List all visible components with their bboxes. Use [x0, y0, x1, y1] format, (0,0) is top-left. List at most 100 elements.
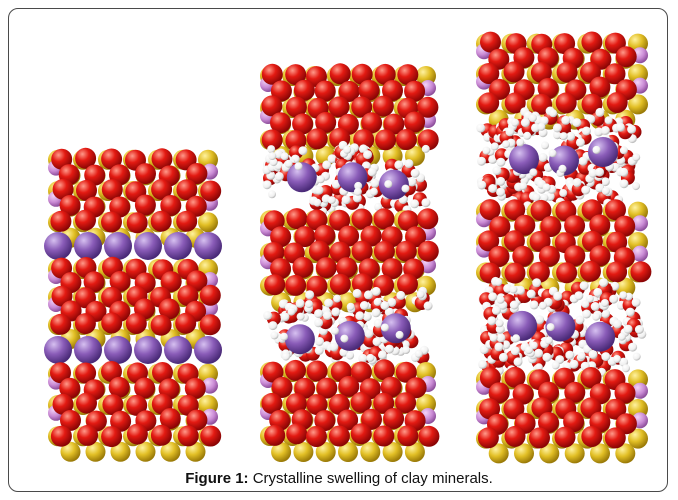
oxygen-atom	[604, 427, 626, 449]
water-hydrogen-atom	[333, 294, 342, 303]
interlayer-cation-atom	[134, 232, 162, 260]
silicon-atom	[271, 442, 292, 462]
water-hydrogen-atom	[572, 118, 582, 128]
oxygen-atom	[101, 179, 123, 201]
oxygen-atom	[417, 129, 439, 151]
water-hydrogen-atom	[558, 164, 567, 173]
water-hydrogen-atom	[410, 199, 420, 209]
water-hydrogen-atom	[496, 187, 506, 197]
oxygen-atom	[477, 427, 499, 449]
water-hydrogen-atom	[498, 352, 508, 362]
oxygen-atom	[350, 391, 372, 413]
oxygen-atom	[373, 359, 395, 381]
oxygen-atom	[75, 209, 96, 231]
oxygen-atom	[264, 274, 286, 296]
water-hydrogen-atom	[367, 167, 377, 177]
silicon-atom	[185, 441, 206, 462]
oxygen-atom	[292, 256, 314, 278]
oxygen-atom	[504, 366, 526, 388]
interlayer-cation-atom	[74, 336, 102, 364]
water-hydrogen-atom	[546, 323, 555, 332]
water-hydrogen-atom	[526, 289, 536, 299]
oxygen-atom	[351, 208, 373, 230]
oxygen-atom	[589, 245, 611, 267]
water-hydrogen-atom	[532, 193, 541, 202]
oxygen-atom	[397, 210, 419, 232]
oxygen-atom	[556, 262, 578, 284]
water-hydrogen-atom	[595, 167, 605, 177]
oxygen-atom	[397, 64, 419, 86]
water-hydrogen-atom	[496, 176, 506, 186]
water-hydrogen-atom	[599, 278, 609, 288]
stack-one-water-layer	[260, 63, 440, 462]
oxygen-atom	[306, 394, 328, 416]
water-hydrogen-atom	[401, 184, 410, 193]
water-hydrogen-atom	[588, 349, 598, 359]
water-hydrogen-atom	[478, 359, 488, 369]
oxygen-atom	[50, 313, 72, 335]
oxygen-atom	[373, 208, 395, 230]
water-hydrogen-atom	[488, 184, 498, 193]
oxygen-atom	[150, 424, 172, 446]
oxygen-atom	[338, 375, 360, 397]
oxygen-atom	[503, 398, 525, 420]
water-hydrogen-atom	[513, 357, 523, 367]
water-hydrogen-atom	[263, 311, 273, 320]
oxygen-atom	[564, 381, 586, 403]
oxygen-atom	[373, 425, 395, 447]
oxygen-atom	[538, 412, 559, 433]
water-hydrogen-atom	[315, 337, 325, 346]
water-hydrogen-atom	[542, 183, 551, 192]
water-hydrogen-atom	[610, 281, 620, 291]
water-hydrogen-atom	[631, 297, 641, 307]
water-hydrogen-atom	[532, 278, 542, 288]
oxygen-atom	[589, 76, 611, 98]
water-hydrogen-atom	[374, 202, 383, 211]
oxygen-atom	[75, 147, 97, 169]
oxygen-atom	[102, 394, 124, 416]
oxygen-atom	[186, 163, 208, 184]
water-hydrogen-atom	[346, 302, 355, 311]
water-hydrogen-atom	[592, 145, 601, 154]
oxygen-atom	[383, 113, 405, 135]
water-hydrogen-atom	[346, 351, 355, 360]
water-hydrogen-atom	[623, 324, 633, 334]
oxygen-atom	[60, 409, 81, 431]
oxygen-atom	[395, 361, 417, 383]
interlayer-cation-atom	[104, 232, 132, 260]
water-hydrogen-atom	[595, 107, 605, 117]
oxygen-atom	[270, 112, 291, 134]
oxygen-atom	[504, 199, 526, 221]
oxygen-atom	[581, 426, 603, 447]
water-hydrogen-atom	[615, 122, 625, 132]
water-hydrogen-atom	[373, 318, 383, 328]
water-hydrogen-atom	[477, 180, 487, 190]
oxygen-atom	[350, 361, 372, 383]
oxygen-atom	[101, 211, 122, 233]
water-hydrogen-atom	[287, 307, 296, 316]
silicon-atom	[514, 443, 534, 464]
water-hydrogen-atom	[495, 324, 505, 334]
silicon-atom	[539, 443, 560, 464]
silicon-atom	[315, 442, 336, 462]
oxygen-atom	[177, 285, 199, 307]
oxygen-atom	[395, 392, 417, 414]
water-hydrogen-atom	[585, 294, 594, 303]
water-hydrogen-atom	[364, 329, 374, 339]
stack-dry	[44, 147, 222, 462]
oxygen-atom	[177, 425, 199, 447]
oxygen-atom	[261, 95, 283, 117]
silicon-atom	[198, 212, 218, 233]
oxygen-atom	[604, 63, 626, 85]
oxygen-atom	[530, 62, 552, 83]
water-hydrogen-atom	[592, 312, 601, 321]
oxygen-atom	[126, 423, 148, 445]
oxygen-atom	[315, 257, 337, 279]
oxygen-atom	[338, 80, 360, 102]
oxygen-atom	[503, 230, 525, 252]
oxygen-atom	[294, 226, 316, 248]
water-hydrogen-atom	[340, 334, 349, 343]
oxygen-atom	[50, 425, 72, 447]
oxygen-atom	[285, 359, 306, 381]
water-hydrogen-atom	[625, 307, 635, 317]
